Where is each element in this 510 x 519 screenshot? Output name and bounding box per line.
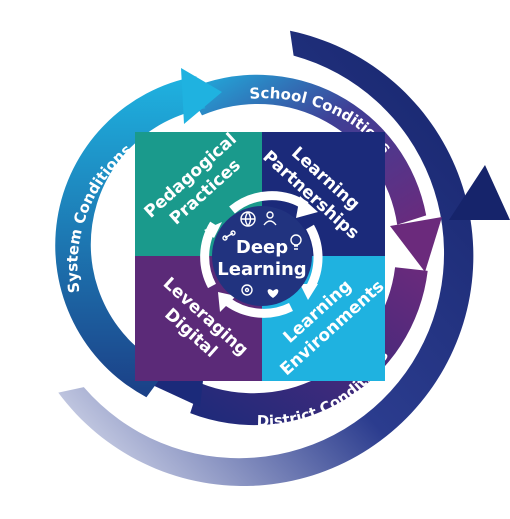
outer-ring-label: Collaborative Inquiry: [177, 0, 384, 10]
inner-arrow-top: [229, 191, 309, 214]
system-conditions-arc: [55, 76, 206, 398]
inner-arrowhead-top: [296, 196, 318, 218]
inner-arrowhead-left: [204, 222, 222, 238]
outer-ring-arrowhead: [449, 165, 510, 220]
heart-icon: [267, 289, 279, 298]
gear-icon: [241, 284, 253, 296]
network-icon: [222, 230, 236, 241]
globe-icon: [240, 211, 256, 227]
inner-arrow-bottom: [225, 298, 293, 318]
center-circle: [212, 206, 312, 306]
inner-arrowheads: [204, 196, 318, 312]
school-conditions-arrowhead: [390, 217, 442, 272]
inner-arrowhead-bottom: [218, 292, 236, 312]
lightbulb-icon: [290, 234, 302, 250]
inner-arrow-right: [306, 224, 323, 291]
center-label-line2: Learning: [217, 259, 306, 280]
center-label-line1: Deep: [236, 237, 288, 258]
inner-arrowhead-right: [300, 284, 318, 300]
people-icon: [263, 211, 277, 226]
center-deep-learning: Deep Learning: [212, 206, 312, 306]
system-conditions-arrowhead: [181, 68, 222, 124]
